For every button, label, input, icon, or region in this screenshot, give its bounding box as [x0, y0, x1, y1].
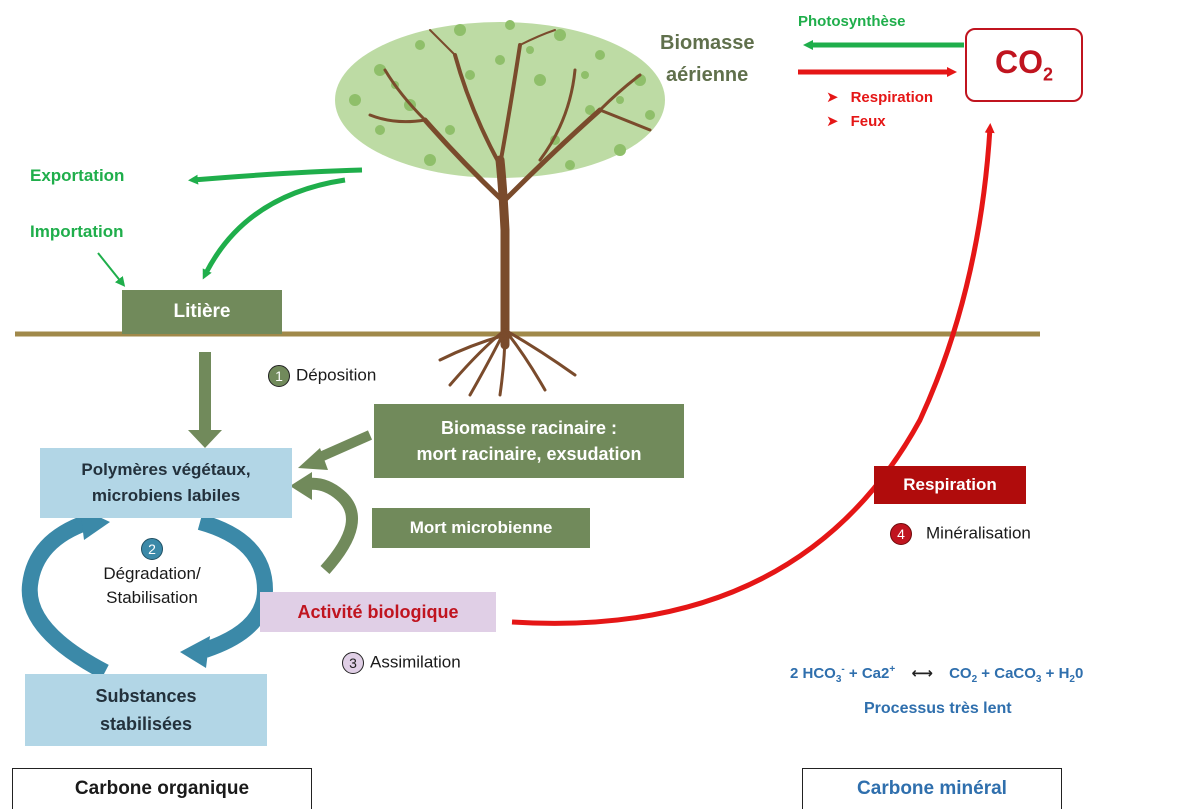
respiration-top-label: Respiration — [850, 89, 934, 106]
activite-biologique-label: Activité biologique — [297, 601, 459, 622]
litiere-label: Litière — [173, 301, 231, 322]
polymeres-box: Polymères végétaux, microbiens labiles — [40, 448, 292, 518]
importation-label: Importation — [30, 222, 124, 241]
respiration-box: Respiration — [874, 466, 1026, 504]
litiere-box: Litière — [122, 290, 282, 334]
polymeres-line2: microbiens labiles — [91, 486, 241, 505]
processus-label: Processus très lent — [864, 700, 1012, 717]
step-number-4: 4 — [890, 523, 912, 545]
equation: 2 HCO3- + Ca2+ ⟷ CO2 + CaCO3 + H20 — [790, 664, 1084, 685]
substances-box: Substances stabilisées — [25, 674, 267, 746]
photosynthese-label: Photosynthèse — [798, 13, 906, 30]
double-arrow-icon: ⟷ — [911, 665, 933, 682]
footer-left-label: Carbone organique — [74, 778, 250, 799]
assimilation-step: 3 Assimilation — [342, 652, 461, 674]
cycle-arrows — [21, 508, 274, 680]
chevron-right-icon: ➤ — [826, 89, 839, 106]
step-number-3: 3 — [342, 652, 364, 674]
assimilation-label: Assimilation — [370, 652, 461, 672]
deposition-step: 1 Déposition — [268, 365, 376, 387]
mineralisation-label: Minéralisation — [926, 523, 1031, 543]
footer-carbone-mineral: Carbone minéral — [802, 768, 1062, 809]
mineralisation-step: 4 Minéralisation — [890, 523, 1031, 545]
activite-biologique-box: Activité biologique — [260, 592, 496, 632]
biomasse-racinaire-line1: Biomasse racinaire : — [440, 418, 618, 438]
footer-carbone-organique: Carbone organique — [12, 768, 312, 809]
racinaire-arrow — [315, 430, 373, 463]
mort-microbienne-box: Mort microbienne — [372, 508, 590, 548]
step-number-2: 2 — [141, 538, 163, 560]
footer-right-label: Carbone minéral — [857, 778, 1007, 799]
degradation-step: 2 Dégradation/ Stabilisation — [62, 538, 242, 610]
tree-illustration — [335, 20, 665, 397]
degradation-line2: Stabilisation — [106, 588, 198, 607]
exportation-label: Exportation — [30, 166, 125, 185]
respiration-box-label: Respiration — [903, 475, 997, 494]
mineralisation-arrow — [511, 123, 995, 626]
co2-box: CO2 — [965, 28, 1083, 102]
degradation-line1: Dégradation/ — [103, 564, 201, 583]
importation-arrow — [97, 252, 126, 287]
deposition-label: Déposition — [296, 365, 377, 385]
feux-label: Feux — [850, 113, 886, 130]
step-number-1: 1 — [268, 365, 290, 387]
biomasse-racinaire-box: Biomasse racinaire : mort racinaire, exs… — [374, 404, 684, 478]
mort-microbienne-label: Mort microbienne — [409, 518, 553, 537]
co2-label: CO2 — [994, 44, 1053, 85]
feux-item: ➤ Feux — [826, 112, 886, 130]
substances-line1: Substances — [95, 686, 197, 706]
biomasse-aerienne-line1: Biomasse — [660, 32, 755, 54]
mort-microbienne-arrow — [307, 477, 358, 575]
biomasse-aerienne-line2: aérienne — [666, 64, 749, 86]
substances-line2: stabilisées — [99, 714, 193, 734]
litiere-in-arrow — [202, 177, 346, 280]
biomasse-racinaire-line2: mort racinaire, exsudation — [416, 444, 642, 464]
exportation-arrow — [188, 167, 363, 185]
respiration-top-item: ➤ Respiration — [826, 88, 933, 106]
polymeres-line1: Polymères végétaux, — [81, 460, 251, 479]
chevron-right-icon: ➤ — [826, 113, 839, 130]
